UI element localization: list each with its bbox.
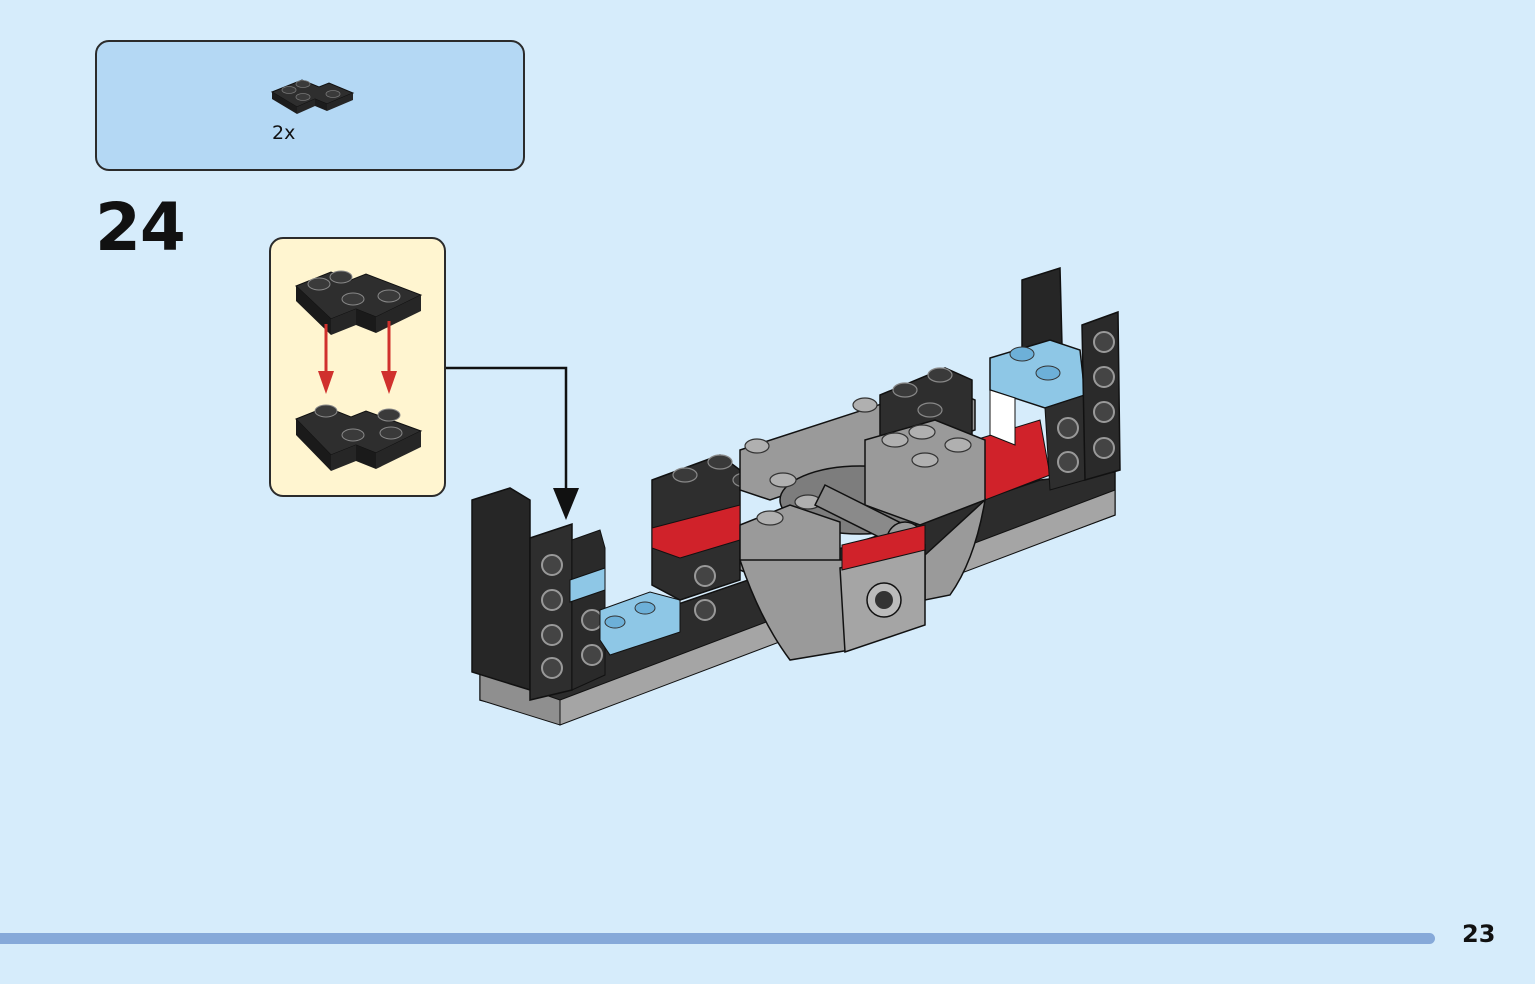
top-l-plate-icon (295, 270, 423, 335)
footer-bar (0, 933, 1435, 944)
red-arrow-icon (318, 321, 397, 394)
parts-list-box: 2x (95, 40, 525, 171)
page-number: 23 (1462, 920, 1496, 948)
part-quantity: 2x (272, 122, 296, 144)
black-l-plate-icon (270, 79, 355, 114)
step-number: 24 (95, 189, 186, 266)
subassembly-callout (269, 237, 446, 497)
bottom-l-plate-icon (295, 404, 423, 471)
